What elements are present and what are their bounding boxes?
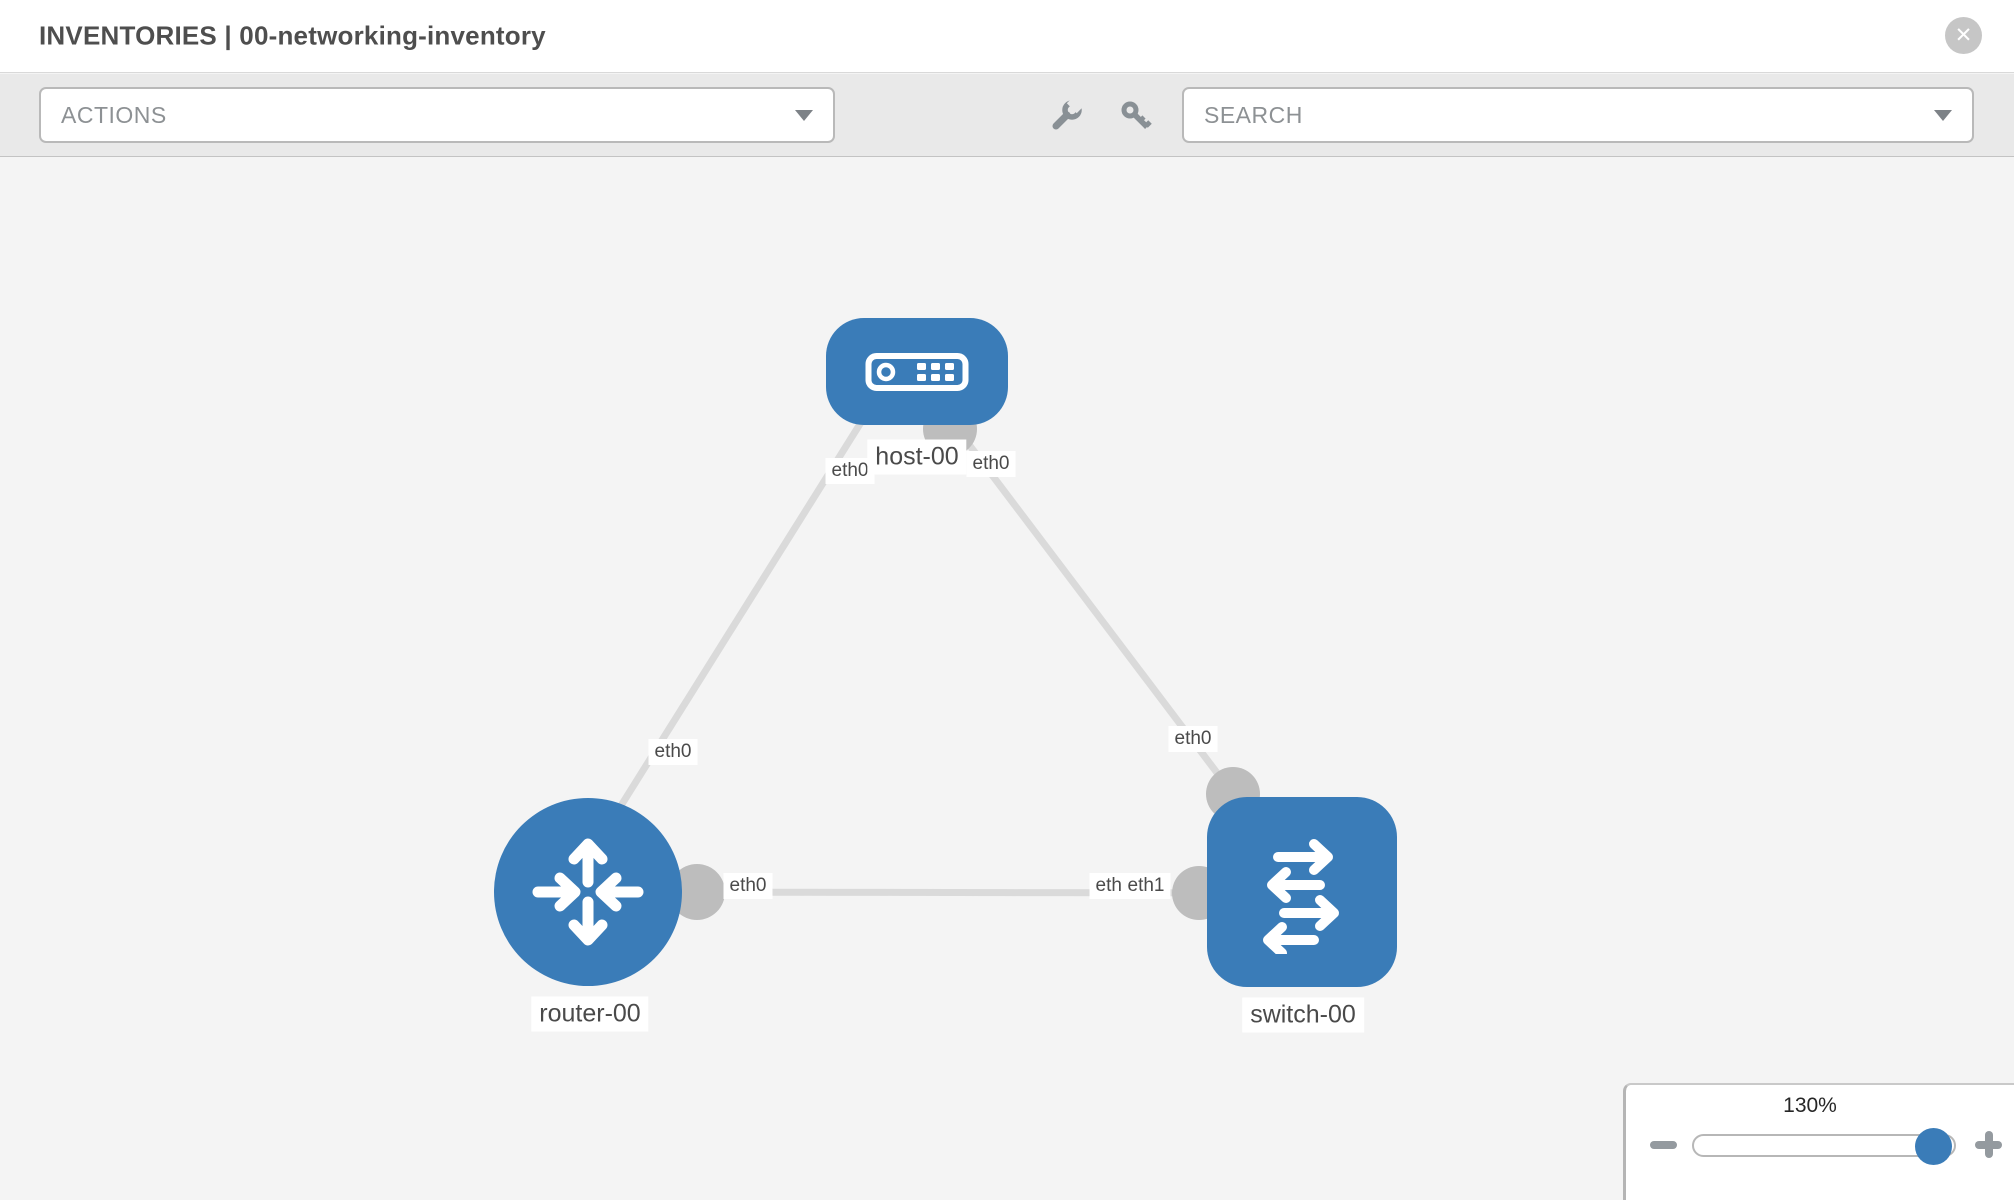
router-icon xyxy=(532,838,644,946)
interface-label-router-eth0: eth0 xyxy=(723,873,773,899)
close-icon: ✕ xyxy=(1954,23,1973,47)
node-router-00[interactable] xyxy=(494,798,682,986)
actions-dropdown[interactable]: ACTIONS xyxy=(39,87,835,143)
toolbar: ACTIONS SEARCH xyxy=(0,74,2014,157)
zoom-in-button[interactable] xyxy=(1975,1131,2002,1158)
interface-label-host-eth0-right: eth0 xyxy=(966,451,1016,477)
search-dropdown[interactable]: SEARCH xyxy=(1182,87,1974,143)
chevron-down-icon xyxy=(1934,109,1952,121)
switch-icon xyxy=(1263,839,1339,954)
node-label-router[interactable]: router-00 xyxy=(531,996,649,1032)
search-dropdown-label: SEARCH xyxy=(1204,101,1303,128)
node-label-host[interactable]: host-00 xyxy=(867,439,967,475)
node-switch-00[interactable] xyxy=(1207,797,1397,987)
zoom-level-readout: 130% xyxy=(1783,1094,1837,1117)
key-icon xyxy=(1121,101,1152,129)
zoom-slider[interactable] xyxy=(1692,1128,1956,1165)
chevron-down-icon xyxy=(795,109,813,121)
zoom-out-button[interactable] xyxy=(1650,1141,1677,1149)
header-bar: INVENTORIES | 00-networking-inventory ✕ xyxy=(0,0,2014,73)
wrench-icon xyxy=(1052,99,1083,130)
interface-label-host-eth0-left: eth0 xyxy=(825,458,875,484)
credentials-button[interactable] xyxy=(1119,99,1153,133)
zoom-slider-handle[interactable] xyxy=(1915,1128,1952,1165)
node-host-00[interactable] xyxy=(826,318,1008,425)
host-device-icon xyxy=(865,352,969,391)
interface-label-router-eth0-uplink: eth0 xyxy=(648,739,698,765)
key-manage-button[interactable] xyxy=(1049,99,1083,133)
page-title: INVENTORIES | 00-networking-inventory xyxy=(39,20,546,51)
interface-label-switch-eth1: eth1 xyxy=(1121,873,1171,899)
topology-canvas[interactable]: host-00 router-00 switch-00 eth0 eth0 et… xyxy=(0,158,2014,1200)
close-button[interactable]: ✕ xyxy=(1945,17,1982,54)
actions-dropdown-label: ACTIONS xyxy=(61,101,167,128)
topology-links-layer xyxy=(589,402,1301,920)
zoom-control-panel: 130% xyxy=(1623,1083,2014,1200)
interface-connector[interactable] xyxy=(669,864,725,920)
node-label-switch[interactable]: switch-00 xyxy=(1242,997,1364,1033)
interface-label-switch-eth0-uplink: eth0 xyxy=(1168,726,1218,752)
